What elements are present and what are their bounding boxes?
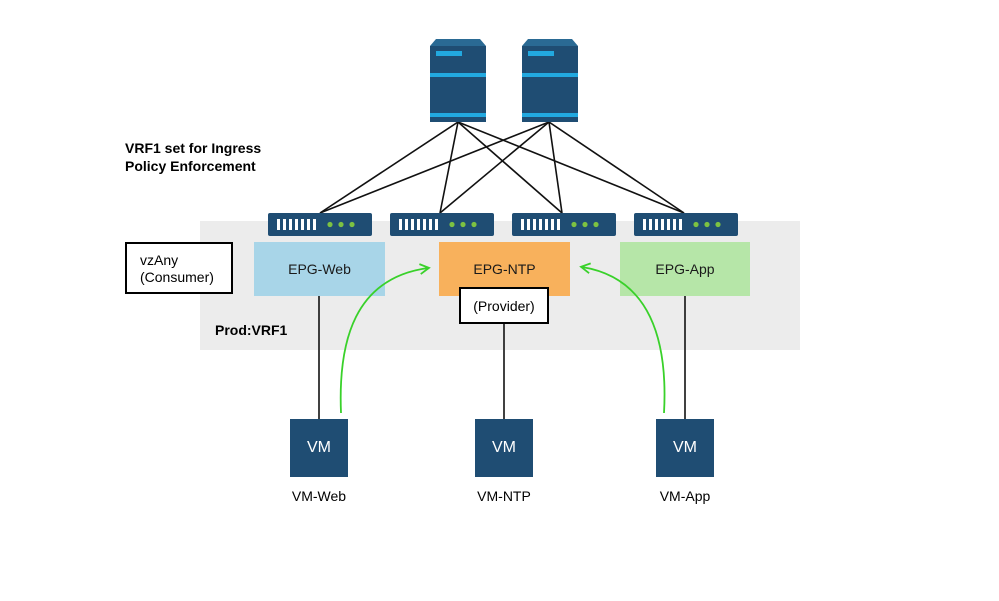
link xyxy=(457,121,685,214)
vm-web-label: VM-Web xyxy=(291,488,347,504)
leaf-switch-icon xyxy=(390,213,494,236)
vm-app-label: VM-App xyxy=(659,488,711,504)
vzany-role-label: (Consumer) xyxy=(140,269,214,285)
link xyxy=(548,121,563,214)
provider-box: (Provider) xyxy=(459,287,549,324)
leaf-switch-icon xyxy=(634,213,738,236)
title-line-2: Policy Enforcement xyxy=(125,158,256,174)
vm-ntp-box: VM xyxy=(475,419,533,477)
epg-ntp-label: EPG-NTP xyxy=(473,261,536,277)
vrf-label: Prod:VRF1 xyxy=(215,322,288,338)
vzany-consumer-box: vzAny (Consumer) xyxy=(125,242,233,294)
spine-server-icon xyxy=(430,39,486,122)
epg-web: EPG-Web xyxy=(254,242,385,296)
link xyxy=(439,121,550,214)
spine-server-icon xyxy=(522,39,578,122)
leaf-switch-icon xyxy=(268,213,372,236)
link xyxy=(319,121,459,214)
spine-leaf-links xyxy=(319,121,685,214)
link xyxy=(319,121,550,214)
link xyxy=(439,121,459,214)
title-line-1: VRF1 set for Ingress xyxy=(125,140,262,156)
vm-app-box: VM xyxy=(656,419,714,477)
epg-app: EPG-App xyxy=(620,242,750,296)
vzany-label: vzAny xyxy=(140,252,179,268)
diagram-title: VRF1 set for Ingress Policy Enforcement xyxy=(125,139,261,175)
link xyxy=(548,121,685,214)
vm-ntp-label: VM-NTP xyxy=(477,488,531,504)
vm-web-box: VM xyxy=(290,419,348,477)
leaf-switch-icon xyxy=(512,213,616,236)
link xyxy=(457,121,563,214)
